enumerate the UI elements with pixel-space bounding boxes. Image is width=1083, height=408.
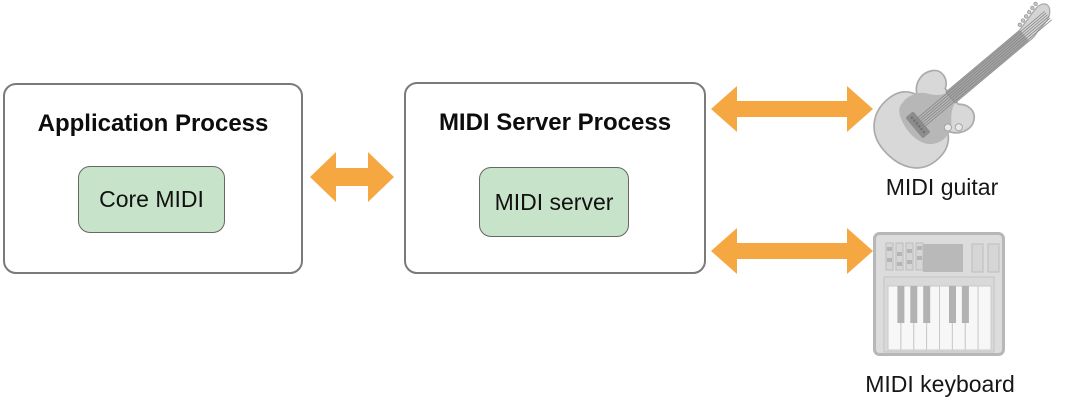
midi-server-chip: MIDI server — [479, 167, 629, 237]
midi-keyboard-icon — [873, 232, 1005, 356]
core-midi-chip: Core MIDI — [78, 166, 225, 233]
midi-keyboard-label: MIDI keyboard — [865, 371, 1015, 397]
server-guitar-bidirectional-arrow-icon — [711, 86, 873, 132]
app-server-bidirectional-arrow-icon — [310, 152, 394, 202]
application-process-box: Application Process — [3, 83, 303, 274]
midi-server-label: MIDI server — [494, 188, 614, 215]
midi-server-process-title: MIDI Server Process — [438, 109, 672, 136]
application-process-title: Application Process — [37, 110, 269, 137]
server-keyboard-bidirectional-arrow-icon — [711, 228, 873, 274]
midi-guitar-icon — [873, 1, 1052, 169]
midi-guitar-label: MIDI guitar — [885, 174, 999, 200]
core-midi-label: Core MIDI — [99, 186, 204, 212]
